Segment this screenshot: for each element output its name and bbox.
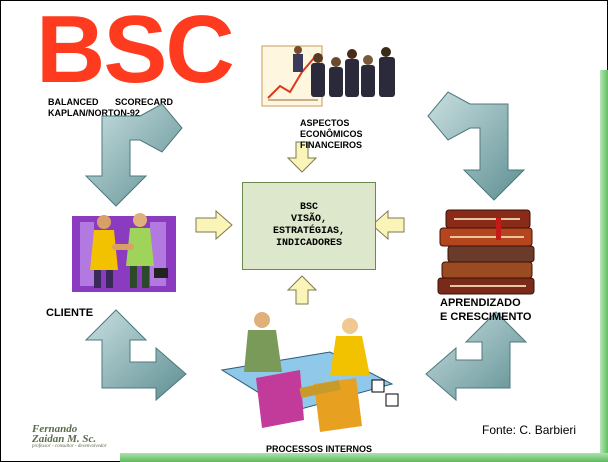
center-line-2: VISÃO, <box>290 214 327 225</box>
center-line-3: ESTRATÉGIAS, <box>272 226 345 237</box>
slide-title: BSC <box>36 0 235 103</box>
author-logo: Fernando Zaidan M. Sc. professor - consu… <box>32 424 107 450</box>
center-box: BSC VISÃO, ESTRATÉGIAS, INDICADORES <box>242 182 376 270</box>
small-arrow-left <box>371 209 405 241</box>
subtitle: BALANCED SCORECARD KAPLAN/NORTON-92 <box>48 97 173 119</box>
center-line-1: BSC <box>299 202 318 213</box>
label-client: CLIENTE <box>46 307 94 319</box>
logo-line-2: Zaidan M. Sc. <box>32 433 97 445</box>
label-financial-aspects: ASPECTOS ECONÔMICOS FINANCEIROS <box>300 118 363 151</box>
label-learning-line-2: E CRESCIMENTO <box>440 311 532 323</box>
label-financial-line-3: FINANCEIROS <box>300 140 363 150</box>
label-learning-growth: APRENDIZADO E CRESCIMENTO <box>440 296 531 324</box>
books-stack-clipart <box>437 209 535 295</box>
label-learning-line-1: APRENDIZADO <box>440 297 521 309</box>
center-line-4: INDICADORES <box>275 238 342 249</box>
small-arrow-down <box>286 141 318 173</box>
logo-line-1: Fernando <box>32 423 78 435</box>
small-arrow-right <box>195 209 233 241</box>
label-financial-line-2: ECONÔMICOS <box>300 129 363 139</box>
business-handshake-clipart <box>72 213 176 292</box>
source-credit: Fonte: C. Barbieri <box>482 423 577 437</box>
subtitle-line-2: KAPLAN/NORTON-92 <box>48 108 140 118</box>
logo-tagline: professor - consultor - desenvolvedor <box>32 444 107 449</box>
label-internal-processes: PROCESSOS INTERNOS <box>266 444 373 454</box>
label-financial-line-1: ASPECTOS <box>300 118 350 128</box>
subtitle-line-1: BALANCED SCORECARD <box>48 97 174 107</box>
arrow-client-to-processes <box>84 309 187 402</box>
arrow-processes-to-learning <box>425 311 528 402</box>
meeting-table-clipart <box>220 312 399 432</box>
small-arrow-up <box>286 275 318 305</box>
arrow-learning-to-financial <box>427 91 526 201</box>
bottom-accent-bar <box>120 453 608 462</box>
executives-chart-clipart <box>261 45 395 107</box>
right-accent-bar <box>600 70 608 462</box>
arrow-title-to-client <box>84 103 183 207</box>
